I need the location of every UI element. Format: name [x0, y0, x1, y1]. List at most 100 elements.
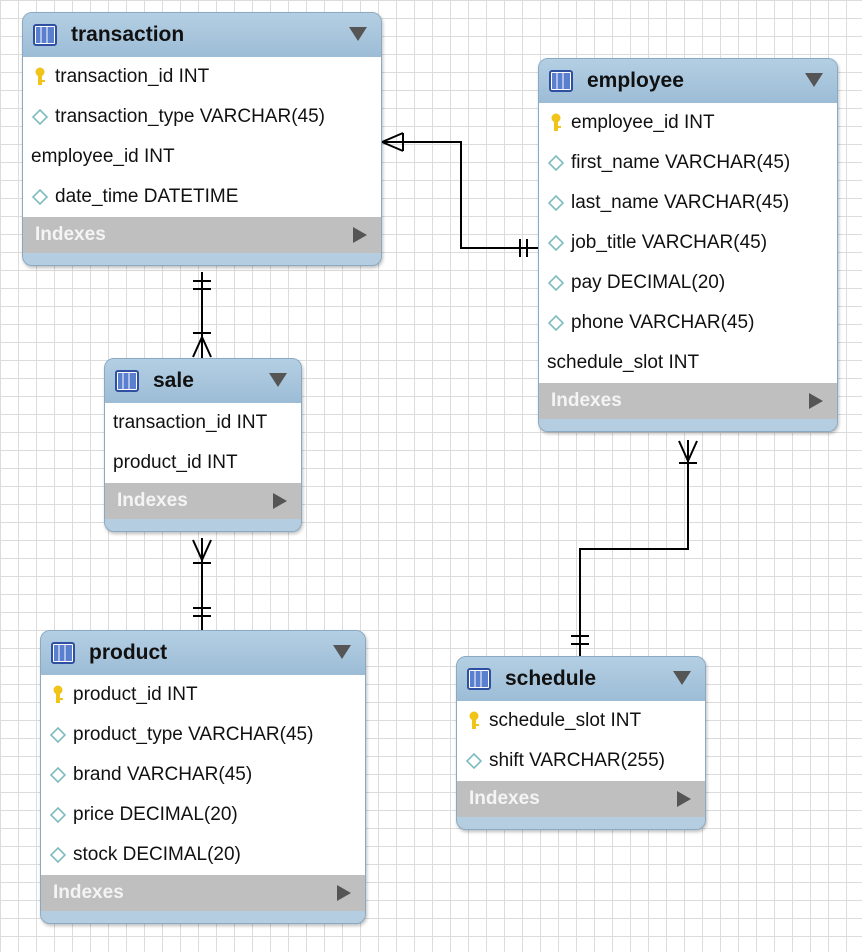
- column-row[interactable]: employee_id INT: [23, 137, 381, 177]
- expand-arrow-icon[interactable]: [677, 791, 691, 807]
- column-row[interactable]: product_type VARCHAR(45): [41, 715, 365, 755]
- column-row[interactable]: schedule_slot INT: [457, 701, 705, 741]
- column-name: employee_id INT: [571, 112, 715, 133]
- column-row[interactable]: shift VARCHAR(255): [457, 741, 705, 781]
- column-name: transaction_id INT: [113, 412, 268, 433]
- table-employee[interactable]: employee employee_id INT first_name VARC…: [538, 58, 838, 432]
- column-row[interactable]: employee_id INT: [539, 103, 837, 143]
- collapse-caret-icon[interactable]: [333, 645, 351, 659]
- collapse-caret-icon[interactable]: [349, 27, 367, 41]
- expand-arrow-icon[interactable]: [809, 393, 823, 409]
- column-row[interactable]: product_id INT: [105, 443, 301, 483]
- column-diamond-icon: [49, 807, 67, 823]
- expand-arrow-icon[interactable]: [337, 885, 351, 901]
- column-name: product_id INT: [73, 684, 198, 705]
- column-row[interactable]: phone VARCHAR(45): [539, 303, 837, 343]
- table-icon: [51, 642, 75, 664]
- indexes-label: Indexes: [117, 490, 188, 511]
- primary-key-icon: [465, 711, 483, 731]
- column-row[interactable]: date_time DATETIME: [23, 177, 381, 217]
- table-header[interactable]: schedule: [457, 657, 705, 701]
- table-icon: [33, 24, 57, 46]
- indexes-section[interactable]: Indexes: [41, 875, 365, 911]
- column-diamond-icon: [31, 189, 49, 205]
- column-name: employee_id INT: [31, 146, 175, 167]
- table-header[interactable]: product: [41, 631, 365, 675]
- indexes-section[interactable]: Indexes: [23, 217, 381, 253]
- indexes-label: Indexes: [469, 788, 540, 809]
- indexes-label: Indexes: [35, 224, 106, 245]
- table-icon: [467, 668, 491, 690]
- column-diamond-icon: [49, 847, 67, 863]
- column-name: pay DECIMAL(20): [571, 272, 726, 293]
- indexes-section[interactable]: Indexes: [539, 383, 837, 419]
- relationship-transaction-sale: [192, 272, 212, 358]
- column-row[interactable]: first_name VARCHAR(45): [539, 143, 837, 183]
- column-diamond-icon: [31, 109, 49, 125]
- column-name: schedule_slot INT: [489, 710, 642, 731]
- column-row[interactable]: pay DECIMAL(20): [539, 263, 837, 303]
- table-title: transaction: [71, 23, 185, 46]
- indexes-label: Indexes: [551, 390, 622, 411]
- column-diamond-icon: [547, 315, 565, 331]
- expand-arrow-icon[interactable]: [353, 227, 367, 243]
- table-header[interactable]: employee: [539, 59, 837, 103]
- collapse-caret-icon[interactable]: [269, 373, 287, 387]
- column-name: price DECIMAL(20): [73, 804, 238, 825]
- table-title: product: [89, 641, 168, 664]
- column-diamond-icon: [547, 235, 565, 251]
- column-row[interactable]: stock DECIMAL(20): [41, 835, 365, 875]
- relationship-schedule-employee: [571, 440, 698, 656]
- collapse-caret-icon[interactable]: [805, 73, 823, 87]
- relationship-transaction-employee: [381, 132, 538, 257]
- column-name: transaction_id INT: [55, 66, 210, 87]
- table-icon: [549, 70, 573, 92]
- column-name: transaction_type VARCHAR(45): [55, 106, 325, 127]
- collapse-caret-icon[interactable]: [673, 671, 691, 685]
- column-diamond-icon: [547, 155, 565, 171]
- table-title: schedule: [505, 667, 597, 690]
- column-diamond-icon: [49, 767, 67, 783]
- indexes-label: Indexes: [53, 882, 124, 903]
- column-row[interactable]: last_name VARCHAR(45): [539, 183, 837, 223]
- primary-key-icon: [31, 67, 49, 87]
- table-sale[interactable]: sale transaction_id INT product_id INT I…: [104, 358, 302, 532]
- primary-key-icon: [49, 685, 67, 705]
- column-row[interactable]: schedule_slot INT: [539, 343, 837, 383]
- table-header[interactable]: transaction: [23, 13, 381, 57]
- column-row[interactable]: transaction_id INT: [23, 57, 381, 97]
- table-header[interactable]: sale: [105, 359, 301, 403]
- expand-arrow-icon[interactable]: [273, 493, 287, 509]
- column-diamond-icon: [547, 195, 565, 211]
- column-name: phone VARCHAR(45): [571, 312, 755, 333]
- indexes-section[interactable]: Indexes: [105, 483, 301, 519]
- table-title: sale: [153, 369, 194, 392]
- column-name: job_title VARCHAR(45): [571, 232, 768, 253]
- column-diamond-icon: [547, 275, 565, 291]
- table-product[interactable]: product product_id INT product_type VARC…: [40, 630, 366, 924]
- column-row[interactable]: transaction_id INT: [105, 403, 301, 443]
- column-row[interactable]: transaction_type VARCHAR(45): [23, 97, 381, 137]
- column-name: shift VARCHAR(255): [489, 750, 665, 771]
- column-name: product_id INT: [113, 452, 238, 473]
- column-name: stock DECIMAL(20): [73, 844, 241, 865]
- table-icon: [115, 370, 139, 392]
- column-name: date_time DATETIME: [55, 186, 239, 207]
- relationship-product-sale: [192, 538, 212, 630]
- column-name: first_name VARCHAR(45): [571, 152, 791, 173]
- column-diamond-icon: [49, 727, 67, 743]
- column-name: schedule_slot INT: [547, 352, 700, 373]
- column-row[interactable]: price DECIMAL(20): [41, 795, 365, 835]
- column-name: product_type VARCHAR(45): [73, 724, 314, 745]
- column-row[interactable]: job_title VARCHAR(45): [539, 223, 837, 263]
- column-name: last_name VARCHAR(45): [571, 192, 790, 213]
- column-row[interactable]: brand VARCHAR(45): [41, 755, 365, 795]
- table-transaction[interactable]: transaction transaction_id INT transacti…: [22, 12, 382, 266]
- table-schedule[interactable]: schedule schedule_slot INT shift VARCHAR…: [456, 656, 706, 830]
- indexes-section[interactable]: Indexes: [457, 781, 705, 817]
- column-row[interactable]: product_id INT: [41, 675, 365, 715]
- primary-key-icon: [547, 113, 565, 133]
- column-name: brand VARCHAR(45): [73, 764, 253, 785]
- table-title: employee: [587, 69, 684, 92]
